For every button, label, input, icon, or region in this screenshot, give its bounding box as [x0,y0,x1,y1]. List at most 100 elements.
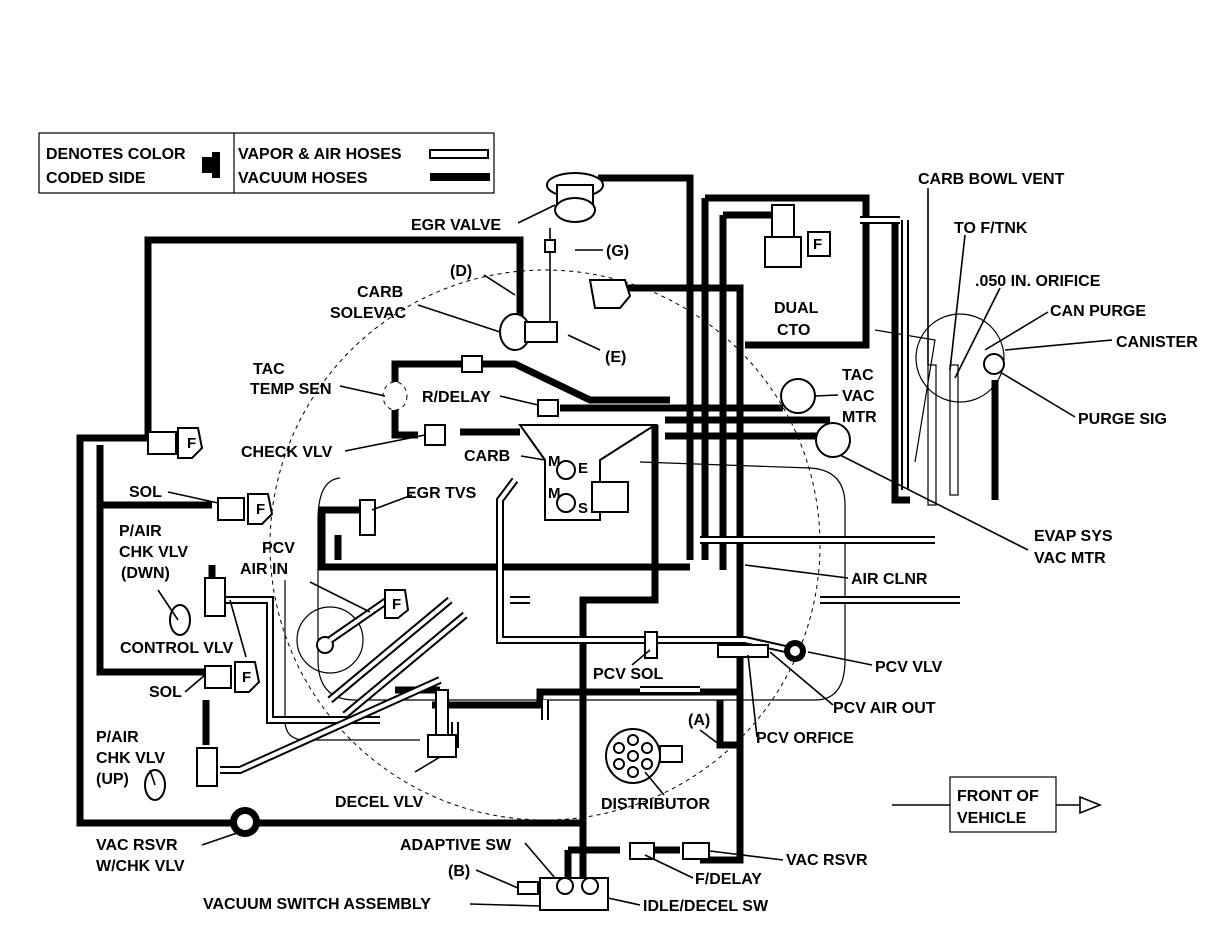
legend: DENOTES COLOR CODED SIDE VAPOR & AIR HOS… [38,132,495,194]
label-tac-vac-mtr-2: VAC [842,388,875,405]
label-carb-solevac-2: SOLEVAC [330,305,407,322]
label-can-purge: CAN PURGE [1050,303,1146,320]
label-vac-rsvr-chk-1: VAC RSVR [96,837,178,854]
m-marker-carb-top: M [548,453,561,470]
legend-denotes-line1: DENOTES COLOR [46,146,186,163]
pcv-air-in [296,589,410,674]
top-fitting [588,279,632,309]
label-decel-vlv: DECEL VLV [335,794,424,811]
label-d: (D) [450,263,472,280]
label-sol-upper: SOL [129,484,162,501]
label-purge-sig: PURGE SIG [1078,411,1167,428]
dual-cto [764,204,831,268]
label-idle-decel-sw: IDLE/DECEL SW [643,898,769,915]
sol-upper [147,427,204,459]
label-vac-rsvr: VAC RSVR [786,852,868,869]
label-tac-temp-sen-2: TEMP SEN [250,381,332,398]
label-front-1: FRONT OF [957,788,1039,805]
vacuum-switch-assembly [517,877,609,911]
g-fitting [544,228,556,330]
label-p-air-up-2: CHK VLV [96,750,165,767]
check-valve [424,424,446,446]
label-p-air-dwn-3: (DWN) [121,565,170,582]
label-p-air-up-3: (UP) [96,771,129,788]
f-marker-dual-cto: F [813,236,822,253]
label-egr-valve: EGR VALVE [411,217,501,234]
egr-tvs [359,499,376,536]
labels: EGR VALVE (G) (D) CARB SOLEVAC (E) TAC T… [96,171,1198,915]
p-air-check-valve-up [144,747,218,801]
s-marker-carb: S [578,500,588,517]
label-to-f-tnk: TO F/TNK [954,220,1028,237]
m-marker-carb-bottom: M [548,485,561,502]
sol-lower [204,661,261,693]
legend-denotes-line2: CODED SIDE [46,170,146,187]
pcv-valve [784,640,806,662]
label-carb-bowl-vent: CARB BOWL VENT [918,171,1065,188]
vapor-air-hoses [220,216,960,774]
label-control-vlv: CONTROL VLV [120,640,234,657]
f-marker-sol-lower: F [242,669,251,686]
p-air-check-valve-down [169,577,226,636]
label-g: (G) [606,243,629,260]
r-delay-valve [461,355,559,417]
legend-vapor-air: VAPOR & AIR HOSES [238,146,402,163]
e-marker-carb: E [578,460,588,477]
evap-sys-vac-motor [815,422,851,458]
egr-valve [546,172,604,223]
label-orifice-050: .050 IN. ORIFICE [975,273,1101,290]
f-delay [629,842,655,860]
distributor [605,728,683,784]
tac-vac-motor [780,378,816,414]
vac-reservoir-check-valve [230,807,260,837]
label-pcv-air-in-1: PCV [262,540,295,557]
sol-middle [217,493,274,525]
label-pcv-orfice: PCV ORFICE [756,730,854,747]
legend-vacuum: VACUUM HOSES [238,170,368,187]
label-evap-sys-2: VAC MTR [1034,550,1106,567]
label-vacuum-switch-assembly: VACUUM SWITCH ASSEMBLY [203,896,431,913]
f-marker-pcv-air-in: F [392,596,401,613]
label-p-air-up-1: P/AIR [96,729,139,746]
label-tac-temp-sen-1: TAC [253,361,285,378]
label-egr-tvs: EGR TVS [406,485,477,502]
vacuum-hoses [76,174,999,880]
label-vac-rsvr-chk-2: W/CHK VLV [96,858,185,875]
label-tac-vac-mtr-3: MTR [842,409,877,426]
label-front-2: VEHICLE [957,810,1027,827]
canister-outline [915,313,1005,506]
vac-reservoir [682,842,710,860]
label-f-delay: F/DELAY [695,871,762,888]
label-check-vlv: CHECK VLV [241,444,333,461]
label-adaptive-sw: ADAPTIVE SW [400,837,512,854]
tac-temp-sensor [382,381,408,411]
label-canister: CANISTER [1116,334,1198,351]
label-e: (E) [605,349,626,366]
label-pcv-air-in-2: AIR IN [240,561,288,578]
label-sol-lower: SOL [149,684,182,701]
leader-lines [149,188,1113,907]
label-carb: CARB [464,448,510,465]
label-b: (B) [448,863,470,880]
label-tac-vac-mtr-1: TAC [842,367,874,384]
f-marker-sol-upper: F [187,435,196,452]
label-p-air-dwn-1: P/AIR [119,523,162,540]
pcv-orifice [717,644,769,658]
label-distributor: DISTRIBUTOR [601,796,710,813]
vapor-hose-sample [429,149,489,159]
f-marker-sol-middle: F [256,501,265,518]
decel-valve [427,689,457,758]
label-pcv-air-out: PCV AIR OUT [833,700,936,717]
label-pcv-vlv: PCV VLV [875,659,943,676]
front-of-vehicle [892,776,1103,833]
label-pcv-sol: PCV SOL [593,666,663,683]
label-p-air-dwn-2: CHK VLV [119,544,188,561]
label-a: (A) [688,712,710,729]
label-dual-cto-1: DUAL [774,300,819,317]
label-carb-solevac-1: CARB [357,284,403,301]
label-dual-cto-2: CTO [777,322,810,339]
pcv-solenoid [644,631,658,659]
carb-solevac [499,313,558,351]
color-coded-side-icon [202,152,220,178]
